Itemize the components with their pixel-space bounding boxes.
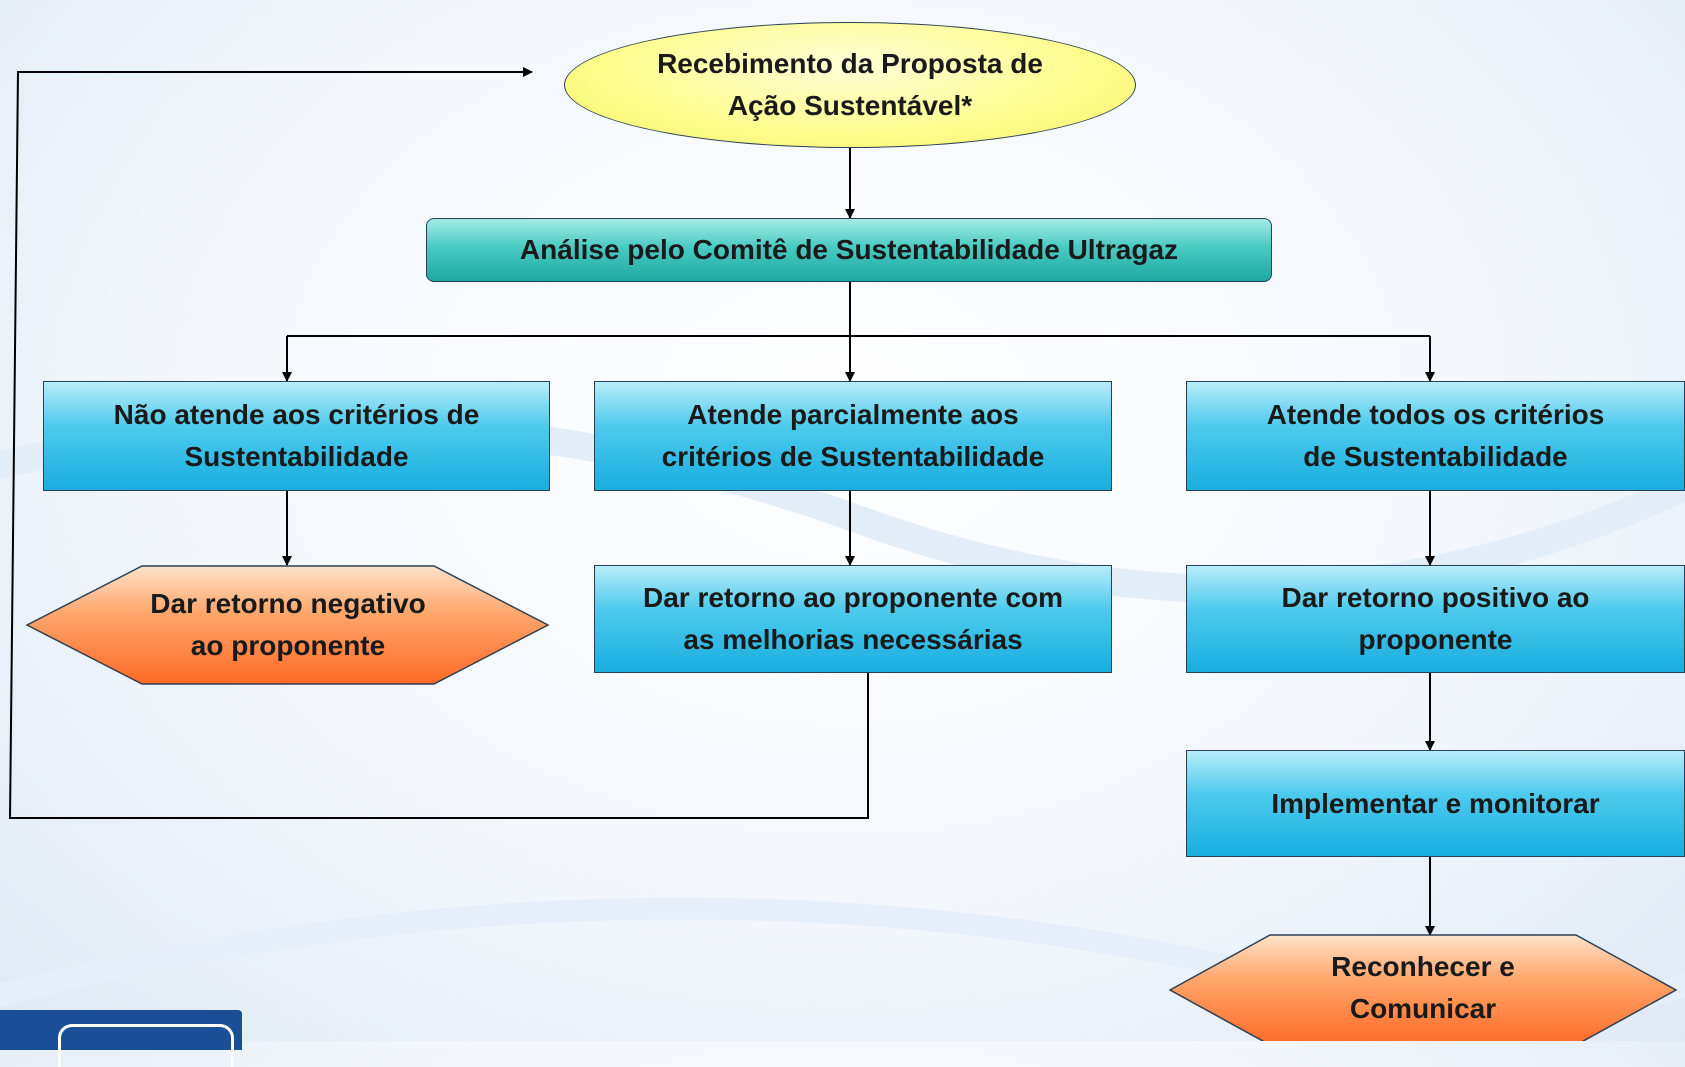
node-positive-feedback-label: Dar retorno positivo ao proponente	[1281, 582, 1590, 655]
node-full-meet-label: Atende todos os critérios de Sustentabil…	[1266, 399, 1605, 472]
node-full-meet: Atende todos os critérios de Sustentabil…	[1186, 381, 1685, 491]
logo-mark	[58, 1024, 234, 1067]
hexagon-negative-feedback	[25, 565, 550, 685]
node-implement-label: Implementar e monitorar	[1271, 787, 1600, 819]
node-partial-meet-label: Atende parcialmente aos critérios de Sus…	[661, 399, 1045, 472]
node-not-meet: Não atende aos critérios de Sustentabili…	[43, 381, 550, 491]
node-partial-meet: Atende parcialmente aos critérios de Sus…	[594, 381, 1112, 491]
node-negative-feedback: Dar retorno negativo ao proponente	[100, 566, 476, 684]
node-not-meet-label: Não atende aos critérios de Sustentabili…	[113, 399, 480, 472]
node-start-label: Recebimento da Proposta de Ação Sustentá…	[657, 48, 1043, 121]
connector-layer	[8, 67, 1678, 1041]
node-positive-feedback: Dar retorno positivo ao proponente	[1186, 565, 1685, 673]
node-analysis-label: Análise pelo Comitê de Sustentabilidade …	[519, 234, 1179, 265]
node-recognize: Reconhecer e Comunicar	[1240, 935, 1606, 1041]
node-improvement-feedback: Dar retorno ao proponente com as melhori…	[594, 565, 1112, 673]
node-implement: Implementar e monitorar	[1186, 750, 1685, 857]
node-improvement-feedback-label: Dar retorno ao proponente com as melhori…	[642, 582, 1064, 655]
node-negative-feedback-label: Dar retorno negativo ao proponente	[150, 588, 426, 661]
node-analysis: Análise pelo Comitê de Sustentabilidade …	[426, 218, 1272, 282]
edge-loop-back-to-start	[8, 67, 869, 819]
company-logo	[0, 1010, 242, 1067]
node-start-oval: Recebimento da Proposta de Ação Sustentá…	[564, 22, 1136, 148]
node-recognize-label: Reconhecer e Comunicar	[1331, 951, 1515, 1024]
hexagon-recognize	[1168, 934, 1678, 1041]
